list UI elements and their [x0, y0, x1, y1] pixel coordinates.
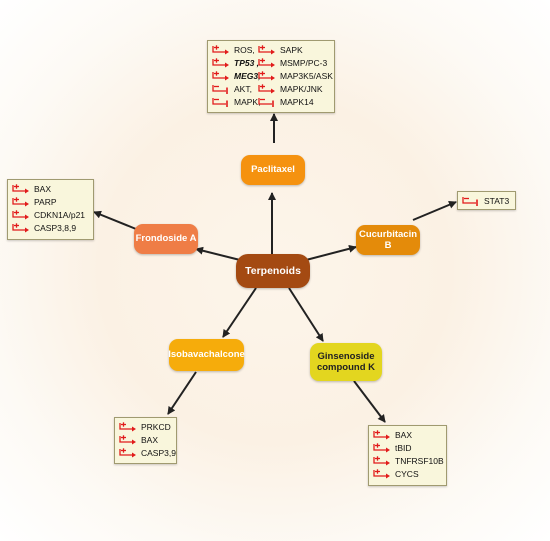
upregulation-icon — [258, 44, 277, 55]
ginsenoside-compound-k-node: Ginsenoside compound K — [310, 343, 382, 381]
target-label: CDKN1A/p21 — [34, 209, 86, 220]
upregulation-icon — [212, 57, 231, 68]
cucurbitacin-b-target-box: STAT3 — [457, 191, 516, 210]
paclitaxel-targets-col1: ROS, TP53 , MEG3, AKT, MAPK, — [212, 43, 330, 108]
upregulation-icon — [258, 70, 277, 81]
target-item: PARP — [12, 195, 89, 208]
terpenoids-node: Terpenoids — [236, 254, 310, 288]
upregulation-icon — [119, 434, 138, 445]
target-label: CYCS — [395, 468, 419, 479]
arrow-cucurbitacin-targets — [412, 201, 457, 221]
arrow-isobavachalcone-targets — [167, 371, 197, 415]
upregulation-icon — [119, 421, 138, 432]
upregulation-icon — [212, 70, 231, 81]
target-item: BAX — [119, 433, 172, 446]
target-item: ROS, — [212, 43, 330, 56]
target-item: SAPK — [258, 43, 333, 56]
upregulation-icon — [373, 455, 392, 466]
upregulation-icon — [373, 468, 392, 479]
target-item: CASP3,9 — [119, 446, 176, 459]
downregulation-icon — [212, 84, 231, 94]
upregulation-icon — [12, 222, 31, 233]
target-label: TNFRSF10B — [395, 455, 444, 466]
downregulation-icon — [212, 97, 231, 107]
target-label: CASP3,9 — [141, 447, 176, 458]
upregulation-icon — [212, 44, 231, 55]
ginsenoside-target-box: BAX tBID TNFRSF10B CYCS — [368, 425, 447, 486]
target-label: MAP3K5/ASK — [280, 70, 333, 81]
upregulation-icon — [258, 57, 277, 68]
target-label: tBID — [395, 442, 412, 453]
target-item: BAX — [373, 428, 442, 441]
upregulation-icon — [12, 196, 31, 207]
isobavachalcone-target-box: PRKCD BAX CASP3,9 — [114, 417, 177, 464]
target-item: MAPK, — [212, 95, 330, 108]
isobavachalcone-node: Isobavachalcone — [168, 339, 245, 371]
target-label: CASP3,8,9 — [34, 222, 77, 233]
target-label: MSMP/PC-3 — [280, 57, 328, 68]
target-item: CASP3,8,9 — [12, 221, 89, 234]
target-item: MAP3K5/ASK — [258, 69, 333, 82]
target-item: STAT3 — [462, 194, 511, 207]
cucurbitacin-b-targets: STAT3 — [462, 194, 511, 207]
target-label: MEG3, — [234, 70, 261, 81]
target-item: BAX — [12, 182, 89, 195]
target-item: MEG3, — [212, 69, 330, 82]
downregulation-icon — [258, 97, 277, 107]
target-label: BAX — [34, 183, 52, 194]
isobavachalcone-targets: PRKCD BAX CASP3,9 — [119, 420, 176, 459]
target-label: SAPK — [280, 44, 303, 55]
arrow-frondoside-targets — [93, 210, 137, 230]
target-label: AKT, — [234, 83, 252, 94]
cucurbitacin-b-node: Cucurbitacin B — [356, 225, 420, 255]
target-item: PRKCD — [119, 420, 172, 433]
target-label: MAPK/JNK — [280, 83, 323, 94]
target-item: CYCS — [373, 467, 442, 480]
upregulation-icon — [12, 209, 31, 220]
arrow-terpenoids-cucurbitacin — [305, 244, 357, 261]
target-item: TNFRSF10B — [373, 454, 444, 467]
arrow-terpenoids-ginsenoside — [288, 287, 324, 342]
target-label: MAPK, — [234, 96, 261, 107]
arrow-terpenoids-frondoside — [195, 246, 241, 261]
target-label: TP53 , — [234, 57, 260, 68]
arrow-ginsenoside-targets — [353, 380, 386, 423]
upregulation-icon — [373, 429, 392, 440]
paclitaxel-node: Paclitaxel — [241, 155, 305, 185]
target-label: PARP — [34, 196, 57, 207]
target-item: MSMP/PC-3 — [258, 56, 333, 69]
upregulation-icon — [12, 183, 31, 194]
target-label: BAX — [395, 429, 413, 440]
frondoside-a-node: Frondoside A — [134, 224, 198, 254]
target-item: CDKN1A/p21 — [12, 208, 89, 221]
target-label: ROS, — [234, 44, 255, 55]
target-item: MAPK14 — [258, 95, 333, 108]
upregulation-icon — [119, 447, 138, 458]
downregulation-icon — [462, 196, 481, 206]
upregulation-icon — [258, 83, 277, 94]
arrow-terpenoids-isobavachalcone — [222, 287, 257, 338]
target-item: TP53 , — [212, 56, 330, 69]
target-label: STAT3 — [484, 195, 510, 206]
target-label: PRKCD — [141, 421, 171, 432]
target-label: BAX — [141, 434, 159, 445]
target-item: tBID — [373, 441, 442, 454]
target-item: MAPK/JNK — [258, 82, 333, 95]
ginsenoside-targets: BAX tBID TNFRSF10B CYCS — [373, 428, 444, 480]
target-label: MAPK14 — [280, 96, 314, 107]
upregulation-icon — [373, 442, 392, 453]
target-item: AKT, — [212, 82, 330, 95]
